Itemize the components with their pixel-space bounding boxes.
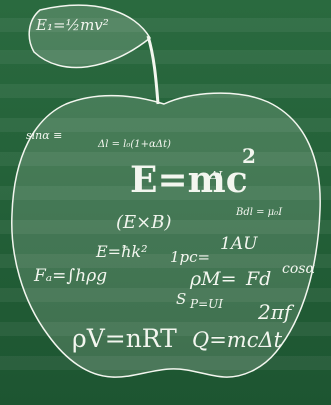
board-stripe [0, 84, 331, 98]
formula-current: ΔI [210, 169, 223, 182]
board-stripe [0, 50, 331, 64]
board-stripe [0, 322, 331, 336]
formula-exb: (E×B) [116, 212, 172, 233]
board-stripe [0, 254, 331, 268]
formula-emc2-exponent: 2 [242, 144, 256, 168]
formula-cos: cosα [282, 261, 315, 277]
formula-pvnrt: ρV=nRT [72, 324, 177, 353]
board-stripe [0, 186, 331, 200]
board-stripe [0, 18, 331, 32]
apple-leaf [28, 4, 151, 69]
formula-s: S [176, 290, 187, 308]
formula-hk: E=ħk² [96, 242, 148, 261]
formula-pm: ρM= [190, 268, 237, 290]
formula-fn: Fₐ=∫hρg [34, 266, 108, 286]
formula-2pif: 2πf [258, 300, 292, 324]
formula-sin: sinα ≡ [26, 129, 63, 142]
formula-emc2: E=mc [130, 159, 248, 201]
formula-expansion: Δl = l₀(1+αΔt) [98, 139, 171, 150]
board-stripe [0, 118, 331, 132]
formula-pc: 1pc= [170, 248, 211, 266]
board-stripe [0, 220, 331, 234]
board-stripe [0, 288, 331, 302]
formula-q: Q=mcΔt [192, 328, 283, 352]
apple-stem [146, 35, 160, 105]
board-stripe [0, 356, 331, 370]
formula-au: 1AU [220, 234, 258, 254]
formula-ampere: Bdl = μ₀I [236, 207, 283, 218]
apple-body [11, 92, 321, 378]
formula-fd: Fd [246, 268, 272, 290]
formula-kinetic: E₁=½mv² [36, 16, 109, 34]
board-stripe [0, 152, 331, 166]
formula-pui: P=UI [190, 297, 223, 311]
